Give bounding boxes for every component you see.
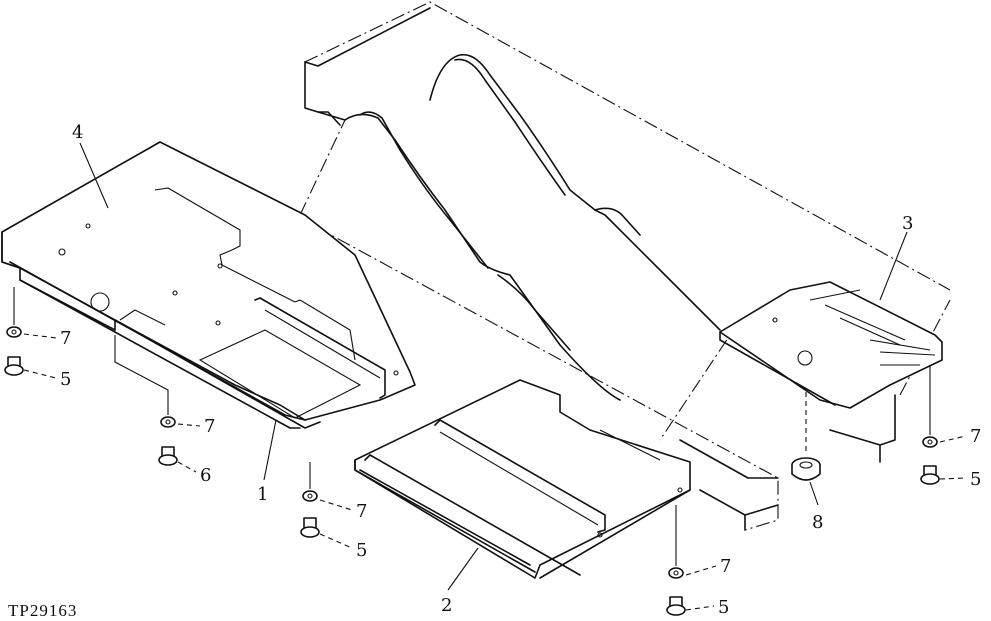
callout-5: 5: [356, 540, 367, 561]
fastener-washer-7e: [922, 436, 938, 448]
callout-7: 7: [204, 416, 215, 437]
callout-5: 5: [60, 369, 71, 390]
fastener-bolt-5b: [300, 517, 320, 538]
leader-lines: [23, 142, 967, 611]
floor-plate-4: [1, 141, 416, 429]
callout-4: 4: [72, 122, 83, 143]
callout-7: 7: [60, 328, 71, 349]
fastener-washer-7d: [668, 567, 684, 579]
fastener-bolt-5a: [4, 356, 24, 376]
callout-5: 5: [970, 469, 981, 490]
fastener-washer-7b: [160, 416, 176, 428]
callout-7: 7: [970, 426, 981, 447]
callout-7: 7: [356, 501, 367, 522]
center-tunnel: [304, 7, 779, 531]
callout-2: 2: [441, 595, 452, 616]
fastener-washer-7a: [6, 326, 22, 338]
callout-3: 3: [902, 213, 913, 234]
callout-labels: 4 1 2 3 8 7 5 7 6 7 5 7 5 7 5: [60, 122, 981, 618]
fastener-bolt-5d: [920, 465, 940, 485]
grommet-8: [791, 457, 821, 481]
figure-reference-code: TP29163: [8, 601, 77, 620]
callout-6: 6: [200, 465, 211, 486]
right-block: [829, 394, 896, 463]
callout-5: 5: [718, 597, 729, 618]
floor-plate-3: [719, 281, 943, 409]
callout-8: 8: [812, 512, 823, 533]
fastener-bolt-5c: [666, 596, 686, 616]
callout-7: 7: [720, 556, 731, 577]
fastener-washer-7c: [302, 490, 318, 502]
callout-1: 1: [257, 484, 268, 505]
floor-plate-2: [354, 379, 691, 579]
alignment-lines: [13, 287, 931, 566]
fastener-bolt-6: [158, 446, 178, 466]
